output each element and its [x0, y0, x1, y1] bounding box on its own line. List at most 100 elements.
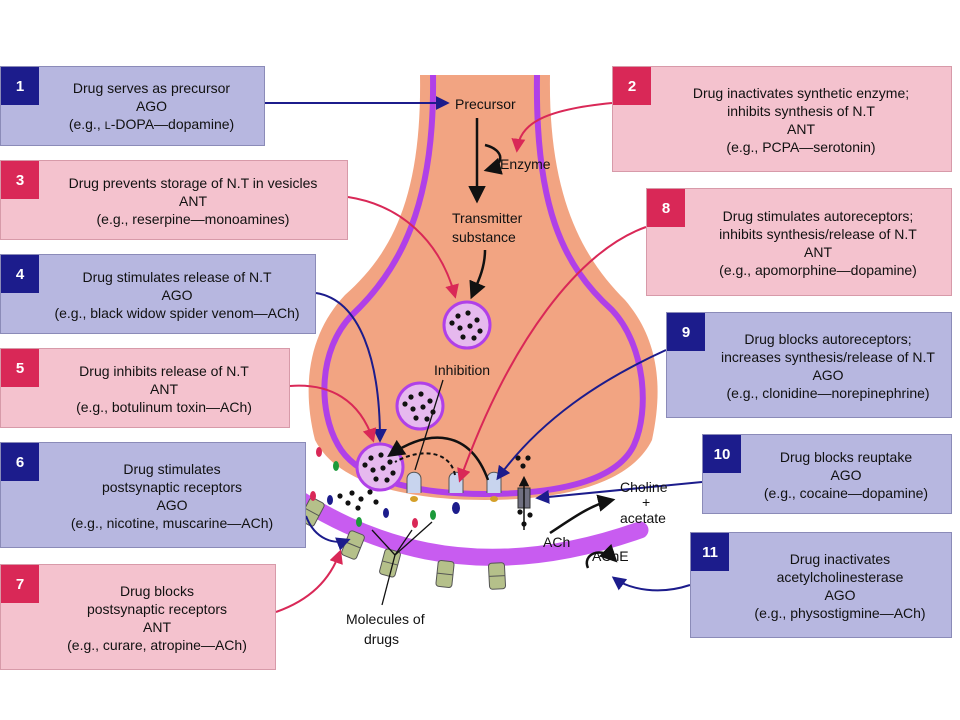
- drugs-label: drugs: [364, 631, 400, 647]
- box-10-reuptake: 10 Drug blocks reuptake AGO (e.g., cocai…: [702, 434, 952, 514]
- example-smallcaps: L: [104, 120, 111, 132]
- box-line: inhibits synthesis/release of N.T: [719, 226, 917, 242]
- box-line: postsynaptic receptors: [86, 601, 228, 617]
- box-1-precursor: 1 Drug serves as precursor AGO (e.g., L-…: [0, 66, 265, 146]
- inhibition-label: Inhibition: [434, 362, 491, 378]
- box-line: Drug stimulates: [123, 461, 221, 477]
- box-line: AGO: [824, 587, 856, 603]
- box-line: (e.g., apomorphine—dopamine): [719, 262, 917, 278]
- acetate-label: acetate: [620, 510, 666, 526]
- box-line: increases synthesis/release of N.T: [721, 349, 935, 365]
- synaptic-vesicle: [395, 381, 445, 431]
- box-line: (e.g., physostigmine—ACh): [754, 605, 926, 621]
- box-5-release-inhibit: 5 Drug inhibits release of N.T ANT (e.g.…: [0, 348, 290, 428]
- box-number: 6: [1, 443, 39, 481]
- box-4-release-stimulate: 4 Drug stimulates release of N.T AGO (e.…: [0, 254, 316, 334]
- postsynaptic-receptor: [487, 562, 507, 590]
- box-line: Drug inactivates synthetic enzyme;: [692, 85, 910, 101]
- box-line: AGO: [156, 497, 188, 513]
- postsynaptic-receptor: [435, 560, 455, 588]
- box-line: inhibits synthesis of N.T: [727, 103, 875, 119]
- box-9-autoreceptor-block: 9 Drug blocks autoreceptors; increases s…: [666, 312, 952, 418]
- released-transmitter: [337, 489, 379, 511]
- drug-molecules: [310, 447, 436, 528]
- box-number: 4: [1, 255, 39, 293]
- arrow-5: [289, 384, 377, 443]
- box-line: Drug stimulates autoreceptors;: [722, 208, 914, 224]
- box-number: 11: [691, 533, 729, 571]
- synaptic-vesicle: [442, 300, 492, 350]
- choline-label: Choline: [620, 479, 668, 495]
- plus-label: +: [642, 494, 651, 510]
- box-line: AGO: [830, 467, 862, 483]
- postsynaptic-receptor: [341, 530, 365, 560]
- box-number: 3: [1, 161, 39, 199]
- arrow-2: [511, 102, 613, 153]
- box-line: postsynaptic receptors: [101, 479, 243, 495]
- box-line: Drug blocks reuptake: [779, 449, 913, 465]
- autoreceptor-feedback-arrow: [387, 436, 490, 481]
- box-line: Drug blocks: [120, 583, 194, 599]
- box-line: (e.g., nicotine, muscarine—ACh): [70, 515, 274, 531]
- arrow-8: [457, 226, 647, 483]
- box-11-ache-inactivate: 11 Drug inactivates acetylcholinesterase…: [690, 532, 952, 638]
- box-7-postsynaptic-block: 7 Drug blocks postsynaptic receptors ANT…: [0, 564, 276, 670]
- arrow-10: [535, 481, 703, 504]
- arrow-3: [347, 196, 459, 299]
- arrow-4: [315, 292, 387, 443]
- ach-label: ACh: [543, 534, 571, 550]
- box-number: 2: [613, 67, 651, 105]
- substance-label: substance: [452, 229, 516, 245]
- transmitter-to-vesicle-arrow: [469, 249, 487, 300]
- box-line: (e.g., curare, atropine—ACh): [67, 637, 247, 653]
- box-number: 1: [1, 67, 39, 105]
- box-line: (e.g., reserpine—monoamines): [96, 211, 290, 227]
- presynaptic-membrane: [321, 74, 646, 498]
- autoreceptor: [406, 471, 422, 502]
- box-line: ANT: [143, 619, 171, 635]
- enzyme-arrow: [483, 143, 503, 175]
- presynaptic-terminal: [308, 75, 658, 500]
- example-prefix: (e.g.,: [68, 116, 105, 132]
- ache-label: AChE: [592, 548, 629, 564]
- box-line: (e.g., botulinum toxin—ACh): [76, 399, 252, 415]
- arrow-9: [496, 349, 667, 481]
- box-line: ANT: [787, 121, 815, 137]
- box-line: ANT: [804, 244, 832, 260]
- arrow-6: [305, 515, 351, 551]
- box-line: AGO: [812, 367, 844, 383]
- box-line: (e.g., cocaine—dopamine): [763, 485, 929, 501]
- box-line: ANT: [150, 381, 178, 397]
- box-8-autoreceptor-stimulate: 8 Drug stimulates autoreceptors; inhibit…: [646, 188, 952, 296]
- box-number: 9: [667, 313, 705, 351]
- box-line: acetylcholinesterase: [776, 569, 904, 585]
- inhibition-pointer: [414, 379, 444, 471]
- box-line: ANT: [179, 193, 207, 209]
- example-suffix: -DOPA—dopamine): [110, 116, 235, 132]
- box-3-storage: 3 Drug prevents storage of N.T in vesicl…: [0, 160, 348, 240]
- box-number: 5: [1, 349, 39, 387]
- box-line: Drug prevents storage of N.T in vesicles: [68, 175, 318, 191]
- box-line: Drug stimulates release of N.T: [82, 269, 272, 285]
- box-line: Drug inhibits release of N.T: [79, 363, 249, 379]
- box-2-synthetic-enzyme: 2 Drug inactivates synthetic enzyme; inh…: [612, 66, 952, 172]
- box-line: AGO: [161, 287, 193, 303]
- hydrolysis-arrow: [549, 494, 616, 535]
- arrow-11: [611, 576, 691, 592]
- box-number: 10: [703, 435, 741, 473]
- box-line: AGO: [135, 98, 168, 114]
- precursor-label: Precursor: [455, 96, 516, 112]
- box-line: Drug serves as precursor: [72, 80, 231, 96]
- box-line: (e.g., PCPA—serotonin): [726, 139, 876, 155]
- box-line: (e.g., clonidine—norepinephrine): [726, 385, 930, 401]
- box-line: (e.g., L-DOPA—dopamine): [69, 115, 234, 135]
- box-line: (e.g., black widow spider venom—ACh): [54, 305, 300, 321]
- box-number: 8: [647, 189, 685, 227]
- box-line: Drug blocks autoreceptors;: [744, 331, 912, 347]
- arrow-7: [275, 549, 343, 613]
- box-6-postsynaptic-stimulate: 6 Drug stimulates postsynaptic receptors…: [0, 442, 306, 548]
- transmitter-label: Transmitter: [452, 210, 523, 226]
- ache-arrow: [585, 543, 618, 569]
- inhibition-dashed-arrow: [394, 452, 456, 476]
